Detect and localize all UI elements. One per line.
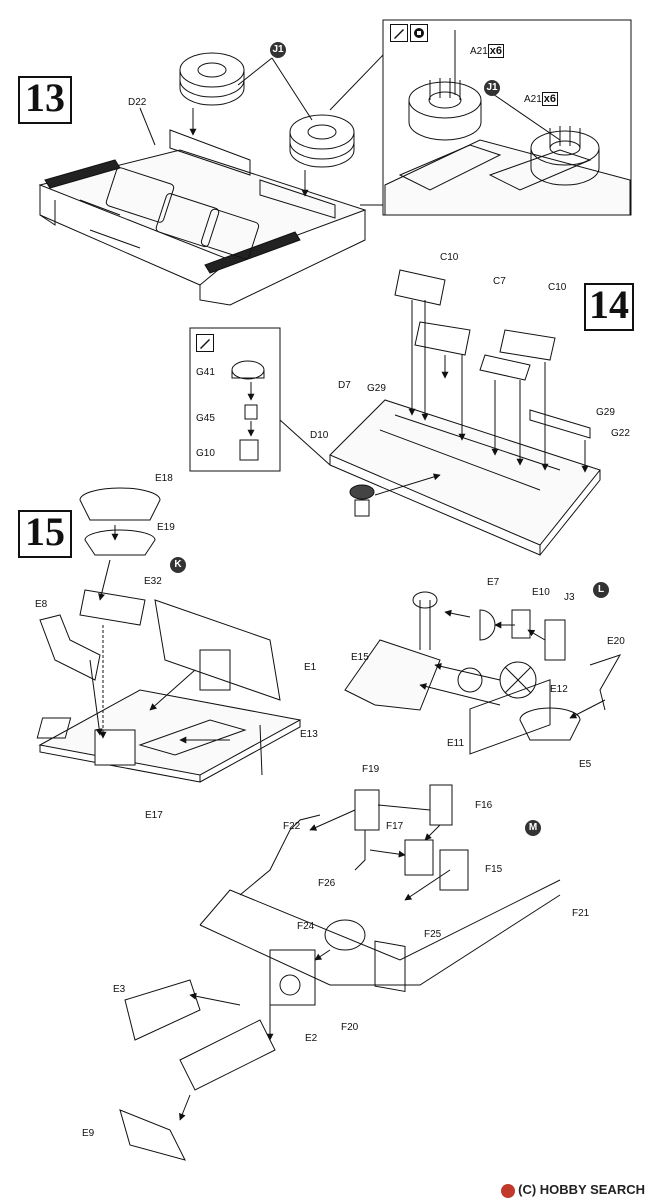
label-e9: E9	[82, 1128, 95, 1139]
paint-icon	[410, 24, 428, 42]
label-f20: F20	[341, 1022, 359, 1033]
step-15-number: 15	[18, 510, 72, 558]
step13-hull-assembly	[38, 52, 384, 306]
label-e5: E5	[579, 759, 592, 770]
label-f19: F19	[362, 764, 380, 775]
step15-l-subassembly	[344, 591, 622, 741]
step15-m-gun-assembly	[119, 679, 561, 1161]
watermark-logo-icon	[501, 1184, 516, 1198]
label-f26: F26	[318, 878, 336, 889]
label-e11: E11	[447, 738, 465, 749]
label-f25: F25	[424, 929, 442, 940]
source-watermark: (C) HOBBY SEARCH	[501, 1182, 645, 1198]
label-d7: D7	[338, 380, 351, 391]
label-e10: E10	[532, 587, 550, 598]
label-f21: F21	[572, 908, 590, 919]
label-d10: D10	[310, 430, 329, 441]
label-e17: E17	[145, 810, 163, 821]
label-f17: F17	[386, 821, 404, 832]
label-g29-b: G29	[596, 407, 615, 418]
label-e3: E3	[113, 984, 126, 995]
badge-l: L	[593, 582, 609, 598]
step-14-number: 14	[584, 283, 634, 331]
label-e32: E32	[144, 576, 162, 587]
badge-k: K	[170, 557, 186, 573]
label-f16: F16	[475, 800, 493, 811]
badge-j1-detail: J1	[484, 80, 500, 96]
label-g29-a: G29	[367, 383, 386, 394]
step-13-number: 13	[18, 76, 72, 124]
step14-engine-deck	[329, 269, 601, 556]
label-e1: E1	[304, 662, 317, 673]
step13-detail-drawing	[384, 30, 631, 216]
label-c10-a: C10	[440, 252, 459, 263]
label-c10-b: C10	[548, 282, 567, 293]
label-e8: E8	[35, 599, 48, 610]
label-e15: E15	[351, 652, 369, 663]
glue-icon	[390, 24, 408, 42]
label-c7: C7	[493, 276, 506, 287]
label-e13: E13	[300, 729, 318, 740]
step14-detail-drawing	[231, 360, 331, 466]
label-j3: J3	[564, 592, 575, 603]
label-g10: G10	[196, 448, 215, 459]
label-f22: F22	[283, 821, 301, 832]
label-d22: D22	[128, 97, 147, 108]
label-f24: F24	[297, 921, 315, 932]
label-g45: G45	[196, 413, 215, 424]
label-g41: G41	[196, 367, 215, 378]
label-e20: E20	[607, 636, 625, 647]
step15-fighting-compartment	[36, 487, 302, 783]
badge-m: M	[525, 820, 541, 836]
label-e2: E2	[305, 1033, 318, 1044]
label-e18: E18	[155, 473, 173, 484]
label-e12: E12	[550, 684, 568, 695]
label-g22: G22	[611, 428, 630, 439]
label-e19: E19	[157, 522, 175, 533]
badge-j1: J1	[270, 42, 286, 58]
glue-icon	[196, 334, 214, 352]
label-f15: F15	[485, 864, 503, 875]
label-e7: E7	[487, 577, 500, 588]
